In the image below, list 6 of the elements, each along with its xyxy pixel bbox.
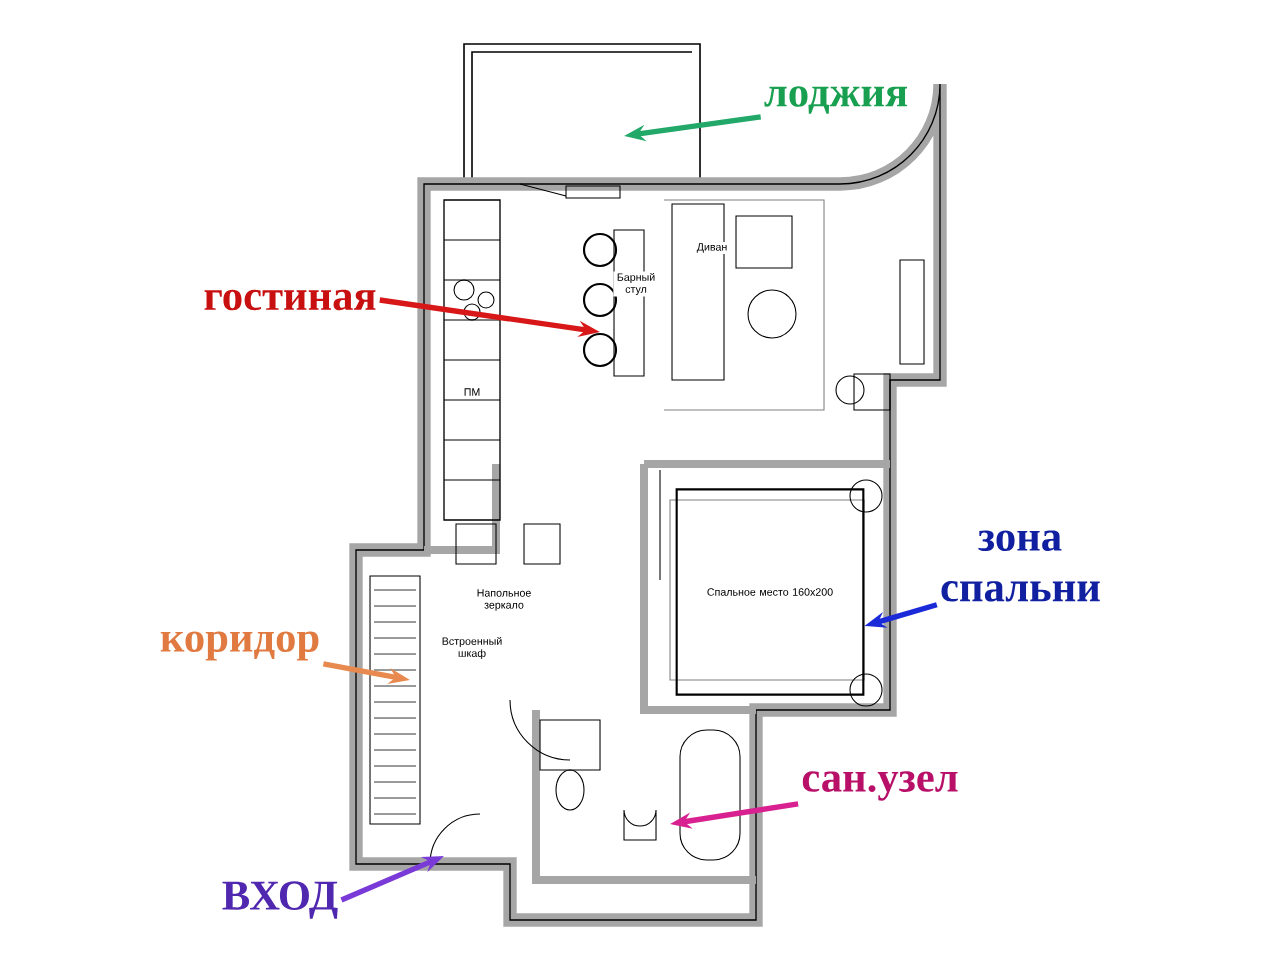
room-name: зона спальни xyxy=(941,530,1100,602)
room-name: лоджия xyxy=(764,86,907,114)
room-name: ВХОД xyxy=(222,881,338,919)
room-name: гостиная xyxy=(204,289,376,311)
room-name: коридор xyxy=(160,631,319,661)
room-name: сан.узел xyxy=(802,771,958,801)
